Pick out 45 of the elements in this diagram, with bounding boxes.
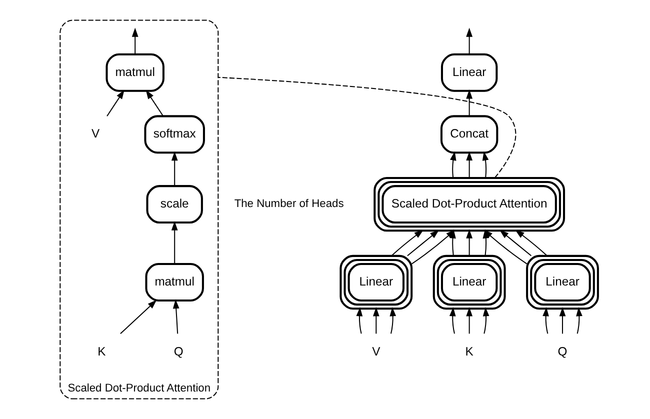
arrow: [171, 221, 178, 264]
arrow: [576, 307, 582, 334]
node-box: scale: [146, 185, 203, 224]
arrow: [407, 230, 440, 256]
node-box: Linear: [526, 254, 599, 310]
arrow: [172, 299, 180, 334]
arrow: [559, 307, 566, 334]
node-box: softmax: [144, 115, 205, 154]
connector: [218, 76, 516, 178]
arrow: [372, 307, 380, 334]
arrow: [132, 28, 138, 54]
arrow: [120, 300, 157, 334]
arrow: [356, 307, 363, 334]
arrow: [450, 151, 456, 178]
node-text: Q: [174, 344, 184, 358]
arrow: [466, 90, 473, 116]
node-box: matmul: [106, 53, 164, 92]
arrow: [466, 229, 473, 256]
arrow: [515, 230, 548, 256]
node-text: K: [465, 344, 474, 358]
arrow: [390, 307, 396, 334]
node-text: K: [98, 344, 106, 358]
node-box: Linear: [432, 254, 506, 310]
arrow: [106, 90, 124, 116]
arrow: [146, 90, 164, 116]
arrow: [466, 151, 473, 178]
label: The Number of Heads: [234, 198, 344, 210]
arrow: [482, 151, 489, 178]
node-text: V: [92, 126, 100, 141]
node-box: Concat: [440, 115, 498, 154]
node-box: matmul: [145, 263, 204, 302]
node-box: Linear: [340, 254, 413, 310]
arrow: [482, 307, 490, 334]
node-box: Scaled Dot-Product Attention: [374, 176, 566, 232]
node-box: Linear: [440, 53, 498, 92]
arrow: [171, 152, 178, 186]
arrow: [449, 307, 456, 334]
arrow: [391, 230, 424, 256]
arrow: [450, 229, 456, 256]
arrow: [466, 307, 473, 334]
arrow: [466, 28, 473, 54]
arrow: [542, 307, 549, 334]
node-text: Q: [558, 344, 568, 358]
node-text: V: [372, 344, 380, 358]
arrow: [500, 230, 532, 256]
